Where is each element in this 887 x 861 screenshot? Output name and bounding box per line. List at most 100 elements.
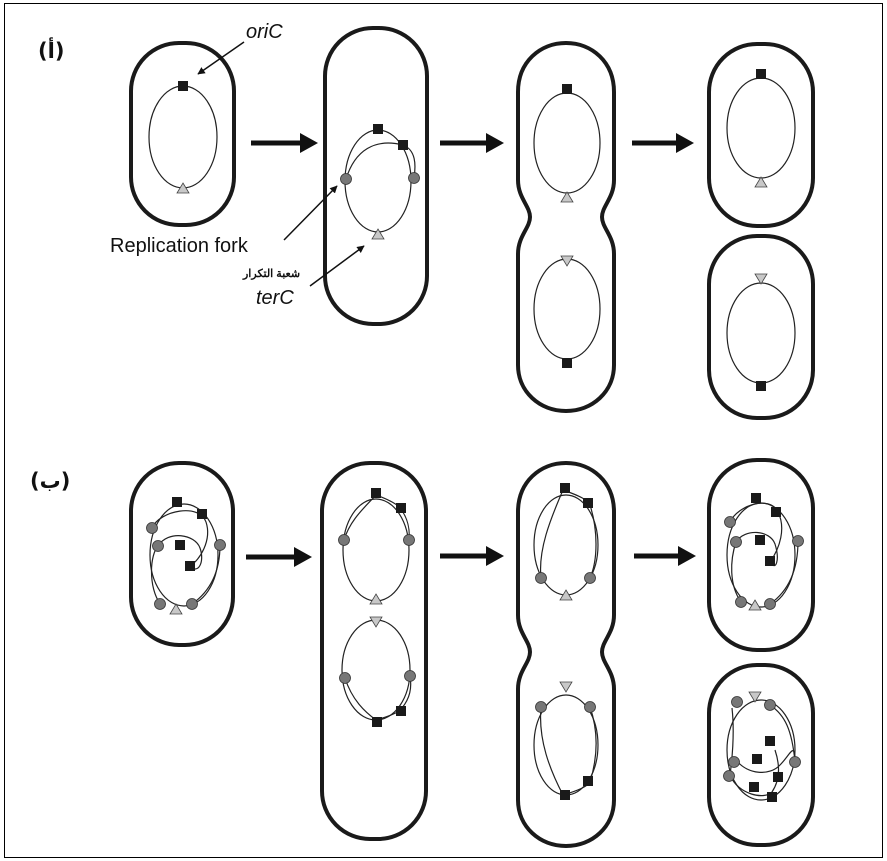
chromosome bbox=[342, 498, 410, 602]
cell-membrane bbox=[707, 42, 815, 228]
transition-arrow bbox=[634, 546, 696, 566]
cell-membrane bbox=[707, 234, 815, 420]
cell-b4-bottom bbox=[707, 663, 815, 847]
replication-fork-marker bbox=[146, 522, 158, 534]
cell-a1 bbox=[129, 41, 236, 227]
origin-marker bbox=[756, 69, 766, 79]
replicated-strand bbox=[157, 535, 203, 570]
transition-arrow bbox=[440, 133, 504, 153]
replication-fork-marker bbox=[404, 670, 416, 682]
replication-fork-marker bbox=[764, 598, 776, 610]
origin-marker bbox=[562, 84, 572, 94]
replication-fork-marker bbox=[340, 173, 352, 185]
chromosome bbox=[726, 502, 796, 608]
cell-b4-top bbox=[707, 458, 815, 652]
origin-marker bbox=[765, 556, 775, 566]
replicated-strand bbox=[731, 541, 742, 603]
terminus-marker bbox=[371, 228, 385, 240]
origin-marker bbox=[373, 124, 383, 134]
cell-a2 bbox=[323, 26, 429, 326]
origin-marker bbox=[398, 140, 408, 150]
terminus-marker bbox=[369, 616, 383, 628]
chromosome bbox=[726, 77, 796, 179]
replication-fork-marker bbox=[764, 699, 776, 711]
dividing-cell-membrane bbox=[516, 40, 616, 414]
chromosome bbox=[533, 258, 601, 360]
transition-arrow bbox=[246, 547, 312, 567]
replication-fork-label-arabic: شعبة التكرار bbox=[242, 268, 300, 280]
cell-a4-top bbox=[707, 42, 815, 228]
terminus-marker bbox=[559, 589, 573, 601]
origin-marker bbox=[560, 790, 570, 800]
cell-b1 bbox=[129, 461, 235, 647]
replicated-strand bbox=[191, 544, 221, 605]
replicated-strand bbox=[151, 510, 209, 567]
terminus-marker bbox=[369, 593, 383, 605]
transition-arrow bbox=[440, 546, 504, 566]
replication-fork-marker bbox=[730, 536, 742, 548]
origin-marker bbox=[765, 736, 775, 746]
terminus-marker bbox=[754, 176, 768, 188]
replication-fork-marker bbox=[735, 596, 747, 608]
replication-fork-marker bbox=[408, 172, 420, 184]
origin-marker bbox=[583, 776, 593, 786]
replicated-strand bbox=[769, 540, 799, 605]
replication-fork-marker bbox=[723, 770, 735, 782]
chromosome bbox=[726, 699, 796, 801]
replicated-strand bbox=[769, 704, 796, 763]
fork-pointer-arrow bbox=[283, 185, 338, 241]
replicated-strand bbox=[343, 494, 410, 541]
replication-fork-marker bbox=[152, 540, 164, 552]
replication-fork-marker bbox=[731, 696, 743, 708]
terminus-marker bbox=[560, 255, 574, 267]
panel-label-a: (أ) bbox=[38, 36, 64, 63]
origin-marker bbox=[751, 493, 761, 503]
chromosome bbox=[341, 619, 411, 721]
oric-pointer-arrow bbox=[197, 41, 245, 75]
replication-fork-marker bbox=[789, 756, 801, 768]
cell-membrane bbox=[129, 41, 236, 227]
cell-a3 bbox=[516, 40, 616, 414]
dividing-cell-membrane bbox=[516, 460, 616, 849]
chromosome bbox=[148, 85, 218, 189]
cell-b2 bbox=[320, 461, 428, 841]
transition-arrow bbox=[251, 133, 318, 153]
chromosome bbox=[726, 282, 796, 384]
origin-marker bbox=[583, 498, 593, 508]
terminus-marker bbox=[748, 599, 762, 611]
chromosome bbox=[149, 503, 219, 607]
origin-marker bbox=[562, 358, 572, 368]
replication-fork-marker bbox=[728, 756, 740, 768]
terminus-marker bbox=[754, 273, 768, 285]
terc-label: terC bbox=[256, 287, 294, 309]
origin-marker bbox=[175, 540, 185, 550]
origin-marker bbox=[197, 509, 207, 519]
replicated-strand bbox=[539, 489, 597, 579]
cell-membrane bbox=[707, 458, 815, 652]
replication-fork-marker bbox=[584, 572, 596, 584]
oric-label: oriC bbox=[246, 21, 283, 43]
origin-marker bbox=[773, 772, 783, 782]
origin-marker bbox=[371, 488, 381, 498]
transition-arrow bbox=[632, 133, 694, 153]
cell-membrane bbox=[707, 663, 815, 847]
panel-label-b: (ب) bbox=[30, 469, 70, 493]
origin-marker bbox=[560, 483, 570, 493]
origin-marker bbox=[771, 507, 781, 517]
terminus-marker bbox=[176, 182, 190, 194]
cell-a4-bottom bbox=[707, 234, 815, 420]
origin-marker bbox=[767, 792, 777, 802]
origin-marker bbox=[396, 706, 406, 716]
replication-fork-marker bbox=[338, 534, 350, 546]
replication-fork-marker bbox=[214, 539, 226, 551]
replication-fork-label: Replication fork bbox=[110, 235, 249, 257]
chromosome bbox=[533, 92, 601, 194]
replication-fork-marker bbox=[339, 672, 351, 684]
replicated-strand bbox=[539, 706, 597, 796]
origin-marker bbox=[755, 535, 765, 545]
replicated-strand bbox=[344, 675, 412, 721]
replication-fork-marker bbox=[535, 572, 547, 584]
origin-marker bbox=[396, 503, 406, 513]
origin-marker bbox=[185, 561, 195, 571]
